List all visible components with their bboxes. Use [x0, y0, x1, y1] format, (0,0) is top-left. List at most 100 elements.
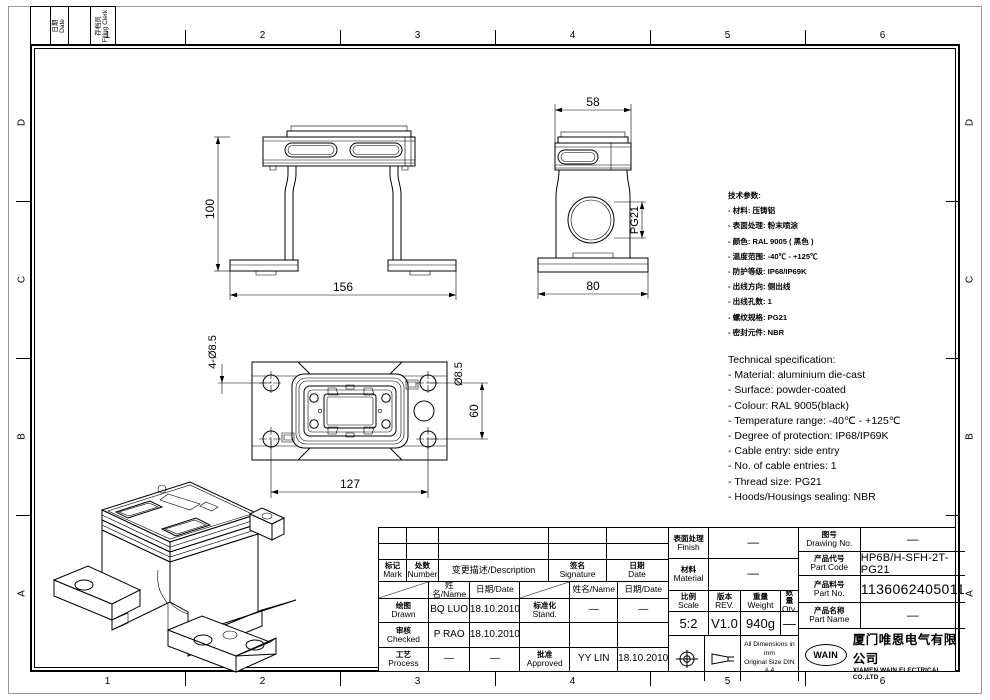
checked-label-cn: 审核	[395, 625, 412, 635]
rev-label-cn: 版本	[716, 591, 733, 601]
spec-title-en: Technical specification:	[728, 354, 836, 367]
part-name-label-cn: 产品名称	[814, 606, 845, 616]
part-code-row: 产品代号 Part Code HP6B/H-SFH-2T-PG21	[798, 552, 966, 576]
zone-label-v-B: B	[16, 432, 28, 440]
spec-line-cn-7: - 螺纹规格: PG21	[728, 312, 788, 322]
dim-thread-label: PG21	[629, 206, 641, 234]
process-name-value: —	[444, 653, 455, 665]
drawing-no-label: 图号 Drawing No.	[799, 528, 861, 551]
part-name-row: 产品名称 Part Name —	[798, 603, 966, 629]
part-identification-column: 图号 Drawing No. — 产品代号 Part Code	[798, 528, 966, 681]
truncated-cone-icon	[711, 652, 734, 665]
number-label-cn: 处数	[414, 561, 431, 571]
zone-tick-v	[16, 201, 30, 202]
zone-label-h-5: 5	[724, 676, 731, 687]
stand-name-value: —	[588, 604, 599, 616]
dim-four-holes-label: 4-Ø8.5	[207, 335, 219, 369]
process-label-en: Process	[388, 657, 419, 668]
front-view: 100 156	[200, 112, 500, 312]
revision-header-row: 标记 Mark 处数 Number 变更描述/Description 签名 Si…	[379, 560, 668, 582]
signature-subheader-row: 姓名/Name 日期/Date 姓名/Name 日期/Date	[379, 582, 668, 599]
zone-label-h-4: 4	[569, 30, 576, 41]
zone-label-h-3: 3	[414, 30, 421, 41]
signature-row-process: 工艺 Process — — 批准 Approved YY LIN 18.10.	[379, 647, 669, 671]
zone-tick-v	[946, 201, 960, 202]
approved-date-value: 18.10.2010	[618, 653, 669, 665]
projection-symbol-icon	[669, 636, 705, 681]
date-label-cn: 日期	[629, 561, 645, 571]
filing-clerk-cell-0	[31, 7, 51, 44]
spec-line-cn-4: - 防护等级: IP68/IP69K	[728, 267, 807, 277]
dimension-100: 100	[203, 136, 230, 272]
zone-label-v-D: D	[964, 118, 976, 126]
zone-label-h-1: 1	[104, 30, 111, 41]
process-label-cn: 工艺	[395, 649, 412, 659]
spec-line-en-1: - Surface: powder-coated	[728, 384, 846, 397]
zone-tick-v	[16, 515, 30, 516]
dimension-58: 58	[554, 95, 632, 143]
dim-top-width-label: 58	[586, 95, 600, 109]
zone-tick-v	[946, 515, 960, 516]
drawn-label-en: Drawn	[391, 609, 416, 620]
date-label-en: Date	[628, 569, 646, 580]
zone-tick-v	[16, 358, 30, 359]
signature-label-cn: 签名	[569, 561, 586, 571]
checked-date-value: 18.10.2010	[470, 628, 520, 640]
spec-title-cn: 技术参数:	[728, 191, 761, 200]
drawn-name-value: BQ LUO	[430, 604, 469, 616]
zone-tick-h	[340, 30, 341, 44]
weight-label-cn: 重量	[752, 591, 769, 601]
spec-line-en-3: - Temperature range: -40℃ - +125℃	[728, 414, 901, 427]
zone-label-h-6: 6	[879, 676, 886, 687]
revision-table: 标记 Mark 处数 Number 变更描述/Description 签名 Si…	[379, 528, 669, 671]
spec-line-en-5: - Cable entry: side entry	[728, 445, 840, 458]
spec-gap	[728, 340, 956, 353]
rev-label-en: REV.	[715, 599, 734, 610]
sheet-trim-border	[8, 6, 982, 694]
checked-label-en: Checked	[386, 633, 420, 644]
annotation-4-holes: 4-Ø8.5	[207, 335, 271, 394]
zone-tick-h	[805, 672, 806, 686]
annotation-hole-dia: Ø8.5	[453, 362, 465, 386]
zone-tick-v	[946, 358, 960, 359]
plan-view: 4-Ø8.5 Ø8.5 60 127	[200, 312, 500, 512]
zone-label-v-C: C	[964, 275, 976, 283]
finish-label-cn: 表面处理	[673, 533, 704, 543]
dimensions-note-line1: All Dimensions in mm	[744, 640, 795, 657]
zone-label-h-4: 4	[569, 676, 576, 687]
name-col-label-1: 姓名/Name	[432, 582, 467, 598]
mark-label-en: Mark	[383, 569, 402, 580]
dimension-156: 156	[229, 271, 457, 300]
revision-row-empty-2	[379, 544, 668, 560]
signature-label-en: Signature	[559, 569, 596, 580]
spec-line-cn-3: - 温度范围: -40℃ - +125℃	[728, 251, 818, 261]
material-label-cn: 材料	[680, 565, 697, 575]
isometric-view	[40, 480, 320, 675]
wain-logo-text: WAIN	[813, 650, 839, 660]
revision-row-empty-1	[379, 528, 668, 544]
dim-base-width-label: 80	[586, 279, 600, 293]
qty-value: —	[782, 615, 796, 631]
filing-clerk-cell-2	[69, 7, 91, 44]
isometric-geometry	[52, 481, 297, 673]
approved-label-cn: 批准	[537, 649, 553, 659]
zone-label-v-A: A	[16, 589, 28, 597]
part-no-label-en: Part No.	[813, 587, 845, 598]
part-no-label-cn: 产品料号	[814, 579, 845, 589]
stand-date-value: —	[638, 604, 649, 616]
zone-tick-h	[650, 672, 651, 686]
process-date-value: —	[489, 653, 500, 665]
company-name-en: XIAMEN WAIN ELECTRICAL CO.,LTD	[852, 667, 941, 681]
finish-value: —	[747, 536, 760, 549]
zone-label-h-2: 2	[259, 676, 266, 687]
zone-label-v-C: C	[16, 275, 28, 283]
drawing-no-label-cn: 图号	[821, 530, 837, 540]
spec-line-en-2: - Colour: RAL 9005(black)	[728, 399, 849, 412]
company-logo-row: WAIN 厦门唯恩电气有限公司 XIAMEN WAIN ELECTRICAL C…	[799, 629, 965, 681]
material-row: 材料 Material —	[669, 559, 798, 591]
approved-label-en: Approved	[526, 657, 563, 668]
